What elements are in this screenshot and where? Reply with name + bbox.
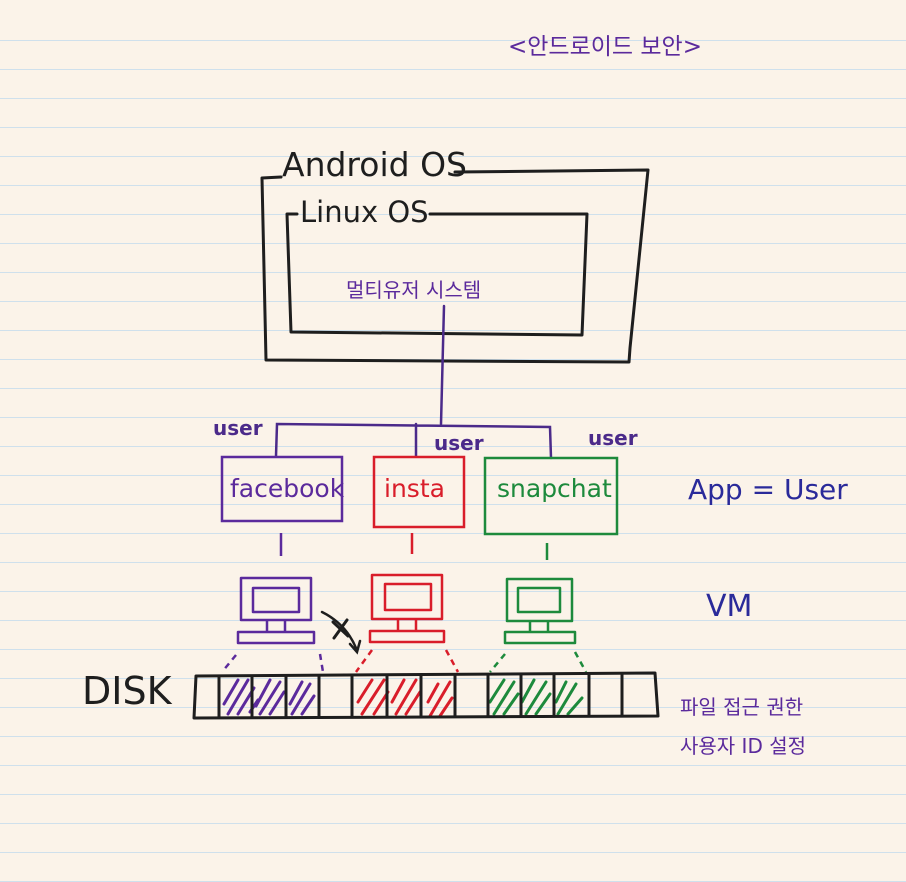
user-label: user (588, 426, 638, 450)
vm-label: VM (706, 589, 753, 624)
block-cross-icon (331, 618, 350, 640)
vm-computer-icon (236, 576, 316, 645)
user-label: user (434, 431, 484, 455)
multiuser-system-label: 멀티유저 시스템 (346, 278, 482, 302)
user-id-note: 사용자 ID 설정 (680, 734, 807, 758)
disk-label: DISK (82, 669, 172, 713)
insta-app-label: insta (384, 474, 445, 503)
file-permission-note: 파일 접근 권한 (680, 695, 804, 719)
disk-strip (192, 671, 660, 720)
insta-box (372, 455, 466, 529)
page-title: <안드로이드 보안> (508, 34, 702, 60)
snapchat-box (483, 456, 619, 536)
vm-disk-partition (489, 651, 588, 673)
facebook-box (220, 455, 344, 523)
user-label: user (213, 416, 263, 440)
snapchat-app-label: snapchat (497, 474, 612, 503)
linux-os-box (285, 212, 589, 337)
vm-computer-icon (368, 573, 446, 644)
android-os-box (260, 168, 650, 364)
vm-disk-partition (354, 649, 460, 673)
app-equals-user-note: App = User (688, 473, 848, 506)
vm-disk-partition (221, 653, 325, 673)
facebook-app-label: facebook (230, 474, 345, 503)
android-os-label: Android OS (282, 145, 467, 184)
linux-os-label: Linux OS (300, 195, 429, 229)
system-connector (274, 304, 553, 460)
blocked-access-arrow (320, 610, 362, 655)
vm-computer-icon (503, 577, 577, 645)
